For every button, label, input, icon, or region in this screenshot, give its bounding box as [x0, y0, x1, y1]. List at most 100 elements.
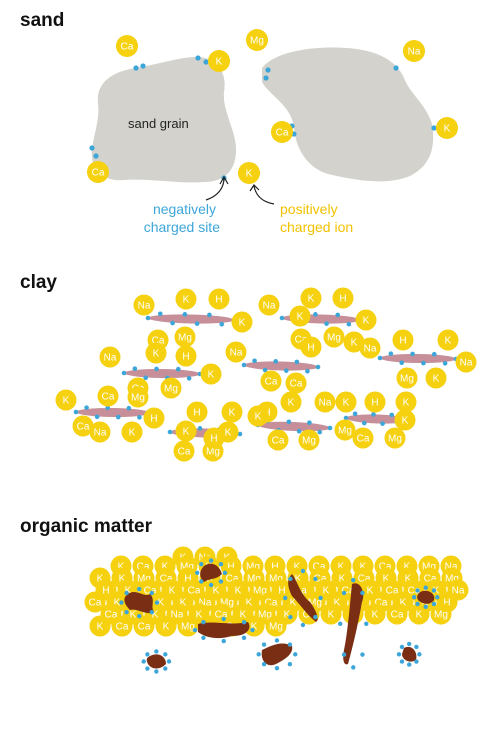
organic-matter-body: [146, 654, 166, 669]
clay-ion: Ca: [72, 415, 94, 437]
organic-site: [145, 652, 150, 657]
organic-ion-label: K: [196, 610, 203, 621]
clay-site: [317, 429, 323, 435]
organic-matter-body: [124, 592, 154, 614]
organic-site: [318, 595, 323, 601]
clay-ion-circle: [247, 405, 269, 427]
organic-site: [364, 621, 369, 626]
clay-ion: K: [289, 305, 311, 327]
clay-site: [262, 367, 268, 373]
clay-ion: K: [247, 405, 269, 427]
clay-ion: K: [200, 363, 222, 385]
sand-ion-circle: [246, 29, 268, 51]
sand-site: [431, 125, 437, 131]
clay-heading: clay: [20, 272, 57, 293]
organic-ion-label: K: [169, 586, 176, 597]
clay-ion: Ca: [267, 429, 289, 451]
organic-ion-label: K: [119, 574, 126, 585]
sand-heading: sand: [20, 10, 64, 31]
organic-site: [136, 613, 142, 619]
organic-ion-label: Mg: [180, 562, 194, 573]
organic-matter-body: [288, 574, 318, 622]
clay-ion-label: Mg: [338, 426, 352, 437]
clay-ion-label: K: [308, 294, 315, 305]
organic-site: [141, 659, 146, 664]
organic-matter-body: [417, 590, 435, 604]
organic-site: [149, 609, 154, 615]
organic-ion: Ca: [386, 603, 408, 625]
clay-site: [335, 312, 341, 318]
clay-ion: Na: [314, 391, 336, 413]
clay-site: [324, 321, 329, 326]
sand-ion-label: Ca: [92, 168, 105, 179]
sand-site: [203, 59, 209, 65]
sand-ion: K: [238, 162, 260, 184]
clay-site: [121, 370, 127, 376]
clay-site: [207, 312, 212, 318]
clay-ion-label: Na: [138, 301, 151, 312]
sand-ion-circle: [271, 121, 293, 143]
legend-negative-line1: negatively: [153, 201, 216, 217]
organic-ion-label: Na: [199, 598, 212, 609]
clay-ion: Na: [455, 351, 477, 373]
organic-site: [293, 652, 298, 657]
organic-site: [192, 627, 198, 633]
clay-ion: K: [394, 409, 416, 431]
clay-ion-label: Ca: [265, 377, 278, 388]
sand-ion: K: [208, 50, 230, 72]
organic-ion: Mg: [430, 603, 452, 625]
clay-ion: Na: [99, 346, 121, 368]
organic-site: [399, 659, 405, 664]
organic-ion: K: [155, 615, 177, 637]
clay-site: [241, 362, 247, 368]
clay-ion-circle: [334, 419, 356, 441]
clay-ion-circle: [314, 391, 336, 413]
clay-ion-circle: [72, 415, 94, 437]
organic-ion-circle: [155, 615, 177, 637]
clay-site: [115, 414, 121, 420]
organic-ion-label: K: [400, 598, 407, 609]
organic-matter-bit: [338, 578, 369, 670]
clay-ion-circle: [332, 287, 354, 309]
clay-ion: K: [300, 287, 322, 309]
clay-ion-label: H: [182, 352, 189, 363]
clay-ion-circle: [359, 337, 381, 359]
clay-ion: Mg: [298, 429, 320, 451]
clay-ion-label: H: [371, 398, 378, 409]
organic-ion-label: Ca: [408, 586, 421, 597]
clay-ion-label: Ca: [357, 434, 370, 445]
legend-positive-line2: charged ion: [280, 219, 353, 235]
clay-ion: Na: [89, 421, 111, 443]
clay-ion-label: Mg: [400, 374, 414, 385]
clay-ion: H: [300, 336, 322, 358]
organic-ion-label: Ca: [391, 610, 404, 621]
organic-ion-label: K: [295, 574, 302, 585]
organic-ion-label: H: [278, 586, 285, 597]
organic-ion-label: Mg: [308, 598, 322, 609]
organic-ion-label: K: [180, 598, 187, 609]
clay-ion: K: [175, 420, 197, 442]
organic-ion-circle: [430, 603, 452, 625]
organic-ion-label: Ca: [386, 586, 399, 597]
clay-ion: Mg: [127, 386, 149, 408]
clay-site: [197, 426, 203, 431]
clay-site: [296, 428, 302, 434]
clay-ion-label: K: [153, 349, 160, 360]
clay-ion: Mg: [384, 427, 406, 449]
organic-matter-bit: [396, 641, 422, 667]
sand-ion: Ca: [87, 161, 109, 183]
clay-site: [154, 366, 159, 372]
clay-ion: K: [145, 342, 167, 364]
clay-site: [315, 364, 321, 370]
clay-ion-label: K: [229, 408, 236, 419]
clay-ion-label: K: [288, 398, 295, 409]
clay-ion-label: K: [239, 318, 246, 329]
organic-ion-label: K: [162, 562, 169, 573]
clay-site: [389, 412, 395, 418]
clay-ion-label: Mg: [178, 333, 192, 344]
organic-matter-body: [200, 563, 222, 582]
clay-plate-body: [257, 421, 331, 432]
clay-ion: Na: [133, 294, 155, 316]
clay-ion-circle: [174, 326, 196, 348]
